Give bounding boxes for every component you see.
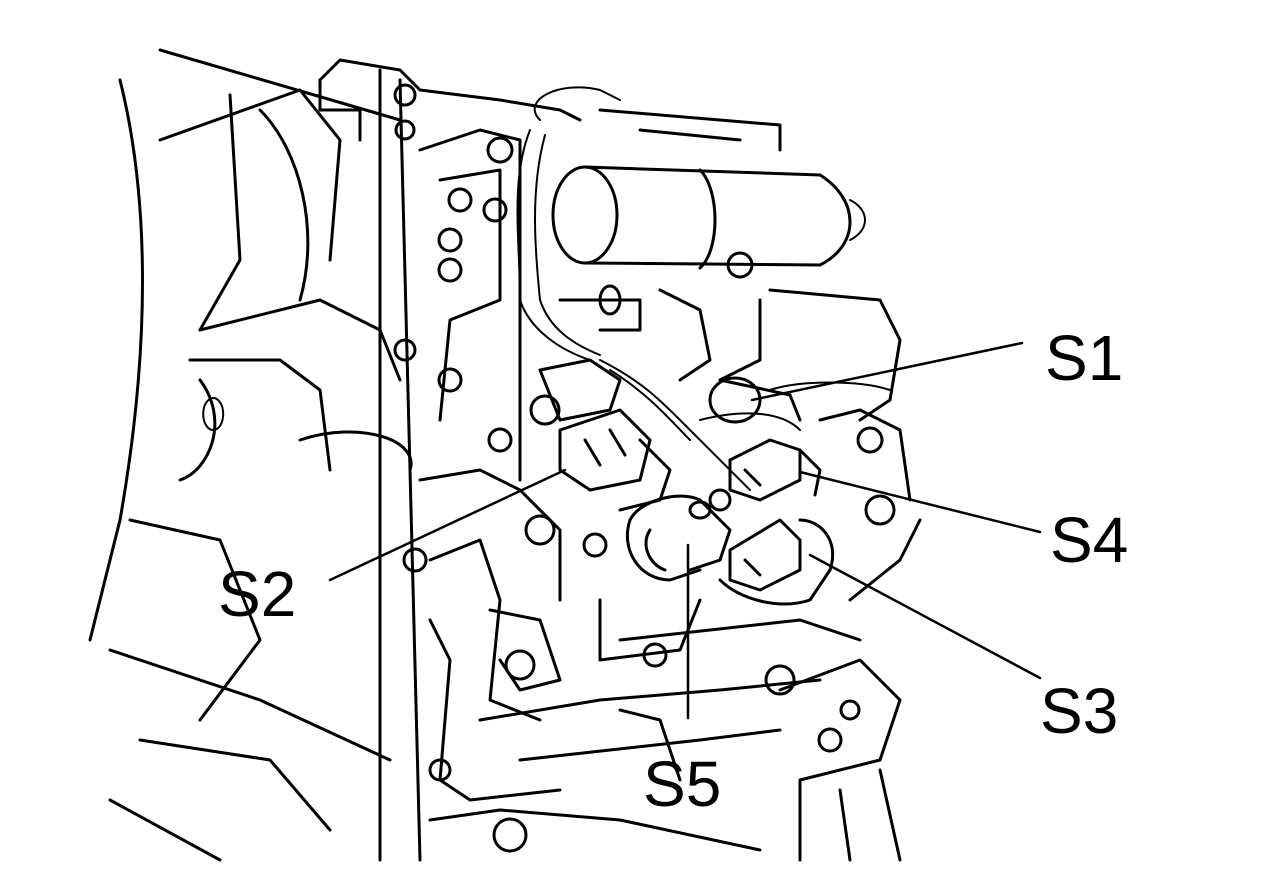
leader-s1 [750, 341, 1024, 402]
callout-s2: S2 [218, 558, 296, 630]
bolt-holes [393, 83, 896, 853]
leader-s3 [808, 553, 1042, 680]
connector-s3 [718, 518, 835, 606]
leader-lines [328, 341, 1042, 720]
valve-body-plate [318, 58, 922, 862]
solenoid-s1 [551, 108, 902, 424]
connector-s4 [728, 438, 822, 502]
leader-s2 [328, 468, 567, 582]
callout-s4: S4 [1050, 504, 1128, 576]
callout-s5: S5 [643, 748, 721, 820]
callout-s1: S1 [1045, 322, 1123, 394]
leader-s4 [798, 470, 1042, 534]
solenoid-s5 [625, 494, 732, 582]
callout-labels: S1 S2 S3 S4 S5 [218, 322, 1128, 820]
callout-s3: S3 [1040, 675, 1118, 747]
wiring-harness [516, 86, 891, 491]
transmission-case-outline [88, 48, 413, 862]
connector-s2 [538, 358, 672, 512]
